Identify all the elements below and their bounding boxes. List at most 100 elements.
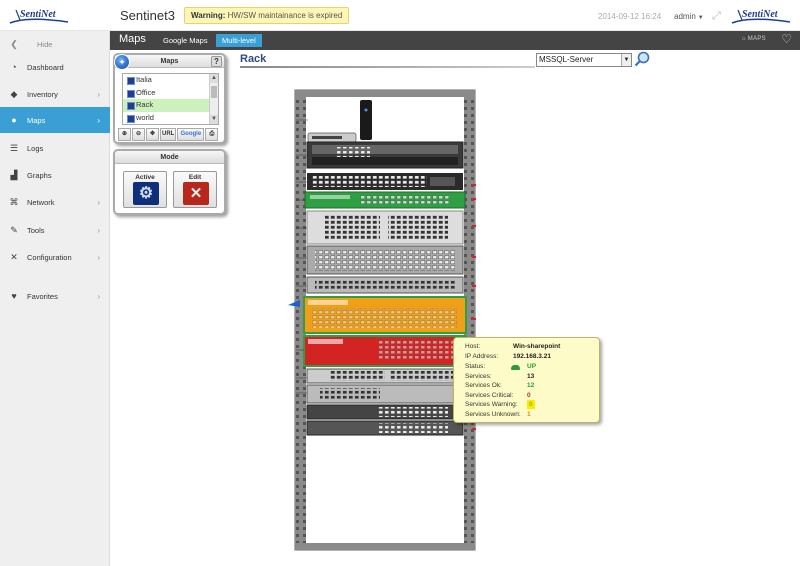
logo-text: SentiNet (20, 9, 56, 20)
logo-text: SentiNet (742, 9, 778, 20)
chevron-right-icon: › (97, 89, 100, 99)
tooltip-services-value: 13 (527, 373, 535, 380)
sidebar-item-network[interactable]: ⌘ Network › (0, 189, 110, 215)
url-button[interactable]: URL (160, 128, 177, 141)
network-icon: ⌘ (9, 197, 19, 207)
tooltip-services-ok-value: 12 (527, 382, 535, 389)
sidebar-item-label: Graphs (27, 170, 52, 180)
tooltip-label: Services Unknown: (465, 411, 521, 418)
tools-icon: ✕ (183, 182, 209, 205)
tools-icon: ✕ (10, 252, 18, 262)
sidebar-item-label: Dashboard (27, 62, 64, 72)
breadcrumb[interactable]: ⌂ MAPS (742, 36, 766, 42)
tab-multi-level[interactable]: Multi-level (216, 34, 262, 47)
chevron-left-icon: ❮ (10, 39, 18, 49)
maintenance-warning: Warning: HW/SW maintainance is expired (184, 7, 350, 24)
map-list[interactable]: Italia Office Rack world ▲ ▼ (122, 73, 219, 125)
scroll-thumb[interactable] (211, 86, 217, 98)
app-title: Sentinet3 (120, 8, 175, 23)
tooltip-host-value: Win-sharepoint (513, 343, 561, 350)
help-button[interactable]: ? (211, 56, 222, 67)
scroll-up-icon[interactable]: ▲ (210, 74, 218, 83)
tooltip-services-warning-value: 0 (527, 400, 535, 409)
warning-label: Warning: (191, 11, 226, 20)
nas-device[interactable] (360, 100, 372, 140)
sidebar-item-logs[interactable]: ☰ Logs (0, 135, 110, 161)
tooltip-label: Services Critical: (465, 392, 514, 399)
map-title-underline (240, 66, 535, 68)
globe-icon: ✦ (114, 54, 130, 70)
chevron-right-icon: › (97, 252, 100, 262)
caret-down-icon: ▼ (697, 15, 704, 21)
rack-top (295, 90, 475, 97)
tooltip-label: Services Ok: (465, 382, 502, 389)
sidebar-item-tools[interactable]: ✎ Tools › (0, 217, 110, 243)
warning-text: HW/SW maintainance is expired (227, 11, 343, 20)
logo-swoosh-icon (9, 9, 69, 24)
tooltip-services-unknown-value: 1 (527, 411, 531, 418)
active-mode-button[interactable]: Active ⚙ (123, 171, 167, 208)
zoom-in-icon[interactable]: ⊕ (118, 128, 131, 141)
rack-bottom (295, 543, 475, 550)
print-icon[interactable]: ⎙ (205, 128, 219, 141)
map-list-item[interactable]: Italia (123, 74, 209, 87)
mode-panel: Mode Active ⚙ Edit ✕ (113, 149, 226, 215)
chevron-right-icon: › (97, 291, 100, 301)
tag-icon: ◆ (10, 89, 18, 99)
breadcrumb-maps: MAPS (747, 36, 766, 42)
maps-panel-title: Maps (115, 55, 224, 68)
map-list-item-selected[interactable]: Rack (123, 99, 209, 112)
fullscreen-icon[interactable]: ⤢ (712, 10, 721, 22)
server-select-value: MSSQL-Server (539, 55, 594, 64)
sidebar-item-label: Configuration (27, 252, 72, 262)
sidebar-item-maps[interactable]: ● Maps › (0, 107, 110, 133)
edit-mode-label: Edit (188, 174, 202, 181)
google-button[interactable]: Google (177, 128, 205, 141)
globe-icon: ● (11, 115, 17, 125)
map-toolbar: ⊕ ⊖ ✥ URL Google ⎙ (118, 128, 219, 141)
scroll-down-icon[interactable]: ▼ (210, 115, 218, 124)
zoom-out-icon[interactable]: ⊖ (132, 128, 145, 141)
sidebar-item-label: Maps (27, 115, 46, 125)
sidebar-hide[interactable]: ❮ Hide (0, 31, 110, 57)
map-list-item[interactable]: world (123, 112, 209, 125)
tooltip-label: Services Warning: (465, 401, 518, 408)
rack-rail-left (295, 90, 306, 550)
sidebar-item-label: Favorites (27, 291, 58, 301)
chevron-right-icon: › (97, 225, 100, 235)
tooltip-label: Services: (465, 373, 492, 380)
dashboard-icon: ◔ (11, 62, 17, 72)
pan-icon[interactable]: ✥ (146, 128, 159, 141)
list-icon: ☰ (9, 143, 19, 153)
sidebar-item-configuration[interactable]: ✕ Configuration › (0, 244, 110, 270)
map-title: Rack (240, 53, 267, 65)
chevron-right-icon: › (97, 197, 100, 207)
sentinet-logo[interactable]: SentiNet (8, 6, 70, 26)
tooltip-label: IP Address: (465, 353, 499, 360)
tooltip-services-critical-value: 0 (527, 392, 531, 399)
sidebar-item-favorites[interactable]: ♥ Favorites › (0, 283, 110, 309)
tooltip-status-value: UP (527, 363, 537, 370)
sidebar-item-dashboard[interactable]: ◔ Dashboard (0, 54, 110, 80)
user-menu[interactable]: admin▼ (674, 12, 704, 21)
gears-icon: ⚙ (133, 182, 159, 205)
section-title: Maps (119, 33, 146, 45)
rack-rail-right (464, 90, 475, 550)
datetime: 2014-09-12 16:24 (598, 12, 662, 21)
edit-mode-button[interactable]: Edit ✕ (173, 171, 217, 208)
user-name: admin (674, 12, 696, 21)
maps-subbar: Maps Google Maps Multi-level ⌂ MAPS ♡ (110, 31, 800, 50)
active-mode-label: Active (135, 174, 155, 181)
tooltip-label: Status: (465, 363, 486, 370)
sidebar-item-label: Network (27, 197, 55, 207)
sidebar-item-graphs[interactable]: ▟ Graphs (0, 162, 110, 188)
tab-google-maps[interactable]: Google Maps (163, 36, 208, 45)
map-list-scrollbar[interactable]: ▲ ▼ (209, 74, 218, 124)
server-select[interactable]: MSSQL-Server ▼ (536, 53, 632, 67)
search-icon[interactable] (634, 51, 650, 67)
sidebar-item-inventory[interactable]: ◆ Inventory › (0, 81, 110, 107)
sidebar-hide-label: Hide (37, 39, 53, 49)
favorite-heart-icon[interactable]: ♡ (781, 32, 792, 46)
map-list-item[interactable]: Office (123, 87, 209, 100)
